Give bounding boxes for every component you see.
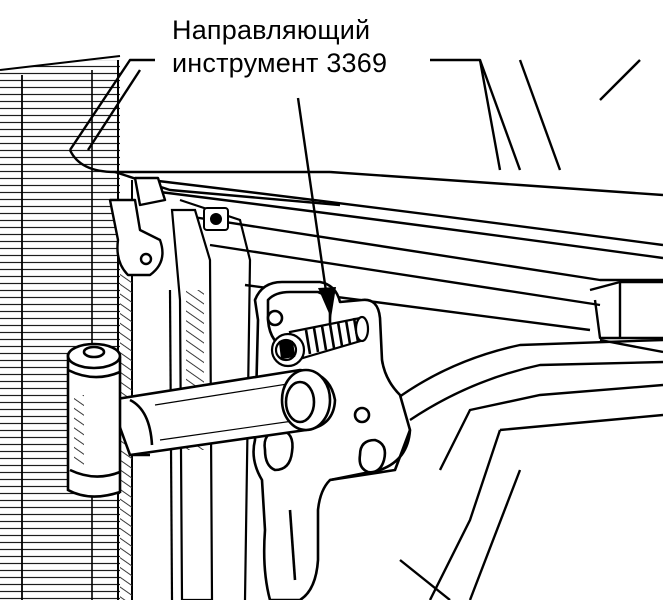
frame-rails [394, 338, 663, 600]
callout-label: Направляющий инструмент 3369 [172, 14, 472, 80]
square-clip [203, 207, 229, 231]
callout-line-2: инструмент 3369 [172, 48, 388, 78]
horizontal-shaft [108, 368, 337, 457]
upper-panel [68, 58, 663, 260]
guide-tool-3369 [270, 315, 370, 368]
left-bracket [108, 176, 167, 277]
radiator-core [0, 55, 133, 600]
leader-arrow [296, 97, 336, 318]
callout-line-1: Направляющий [172, 15, 371, 45]
vertical-cylinder [66, 342, 122, 498]
